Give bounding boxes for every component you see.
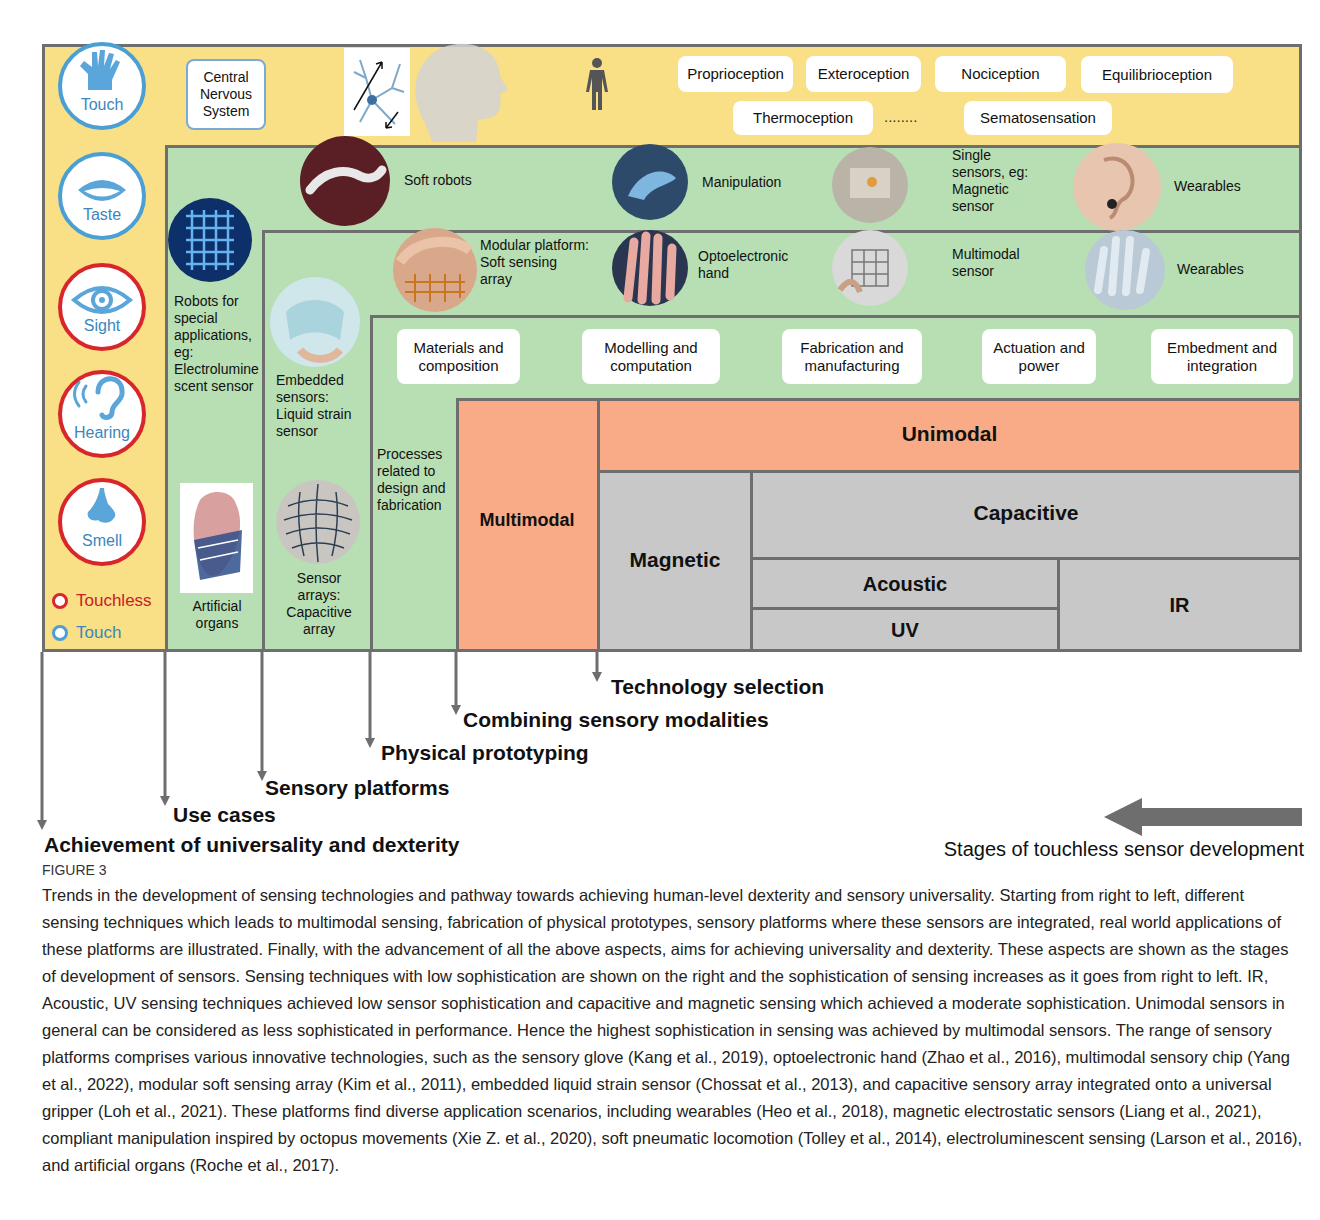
region-text: Sensor arrays: Capacitive array xyxy=(276,570,362,638)
region-text: Manipulation xyxy=(702,174,812,191)
technology-box: UV xyxy=(750,607,1057,649)
touch-sense-circle: Touch xyxy=(58,42,146,130)
node-label: Embedment and integration xyxy=(1157,339,1287,375)
touch-sense-circle: Taste xyxy=(58,152,146,240)
node-label: Equilibrioception xyxy=(1102,66,1212,84)
node-label: Touch xyxy=(62,96,142,114)
region-text: Embedded sensors: Liquid strain sensor xyxy=(276,372,364,440)
figure-number: FIGURE 3 xyxy=(42,862,107,878)
node-label: Actuation and power xyxy=(988,339,1090,375)
sense-box: Sematosensation xyxy=(964,101,1112,135)
region-text: Wearables xyxy=(1177,261,1287,278)
touchless-sense-circle: Hearing xyxy=(58,370,146,458)
node-label: Acoustic xyxy=(863,572,947,596)
legend-ring xyxy=(52,593,68,609)
node-label: Smell xyxy=(62,532,142,550)
sense-box: Proprioception xyxy=(678,56,793,92)
node-label: Materials and composition xyxy=(403,339,514,375)
region-text: Unimodal xyxy=(600,421,1299,446)
region-text: Single sensors, eg: Magnetic sensor xyxy=(952,147,1040,215)
stage-label: Technology selection xyxy=(611,675,824,699)
region-text: Wearables xyxy=(1174,178,1284,195)
stage-direction-label: Stages of touchless sensor development xyxy=(944,838,1304,860)
touchless-sense-circle: Sight xyxy=(58,263,146,351)
process-box: Embedment and integration xyxy=(1151,329,1293,384)
process-box: Materials and composition xyxy=(397,329,520,384)
technology-box: IR xyxy=(1057,557,1299,649)
process-box: Fabrication and manufacturing xyxy=(782,329,922,384)
node-label: Fabrication and manufacturing xyxy=(788,339,916,375)
sense-icons xyxy=(74,50,130,523)
node-label: Sematosensation xyxy=(980,109,1096,127)
sense-circle-backgrounds xyxy=(60,44,144,564)
process-band: Processes related to design and fabricat… xyxy=(370,315,1299,649)
touchless-sense-circle: Smell xyxy=(58,478,146,566)
legend-ring xyxy=(52,625,68,641)
stage-label: Combining sensory modalities xyxy=(463,708,769,732)
node-label: Proprioception xyxy=(687,65,784,83)
technology-box: Acoustic xyxy=(750,557,1057,607)
cns-box: Central Nervous System xyxy=(186,59,266,130)
region-text: Processes related to design and fabricat… xyxy=(377,446,455,514)
capacitive-region: CapacitiveAcousticUV IR xyxy=(750,470,1299,649)
node-label: Taste xyxy=(62,206,142,224)
sense-box: Nociception xyxy=(935,56,1066,92)
node-label: Thermoception xyxy=(753,109,853,127)
process-box: Actuation and power xyxy=(982,329,1096,384)
region-text: Modular platform: Soft sensing array xyxy=(480,237,592,288)
region-text: Multimodal xyxy=(459,509,595,531)
sense-box: Thermoception xyxy=(733,101,873,135)
stage-arrowheads xyxy=(37,672,1302,836)
multimodal-region: MultimodalUnimodalMagneticCapacitiveAcou… xyxy=(456,398,1299,649)
legend-row: Touchless xyxy=(52,590,152,612)
process-box: Modelling and computation xyxy=(582,329,720,384)
platform-band: Modular platform: Soft sensing array Opto… xyxy=(262,230,1299,649)
node-label: Central Nervous System xyxy=(192,69,260,120)
region-text: Robots for special applications, eg: Ele… xyxy=(174,293,260,395)
node-label: Nociception xyxy=(961,65,1039,83)
node-label: UV xyxy=(891,618,919,642)
node-label: Modelling and computation xyxy=(588,339,714,375)
region-text: Artificial organs xyxy=(174,598,260,632)
sense-box: Equilibrioception xyxy=(1081,56,1233,93)
legend-row: Touch xyxy=(52,622,121,644)
stage-label: Sensory platforms xyxy=(265,776,449,800)
use-case-band: Soft robots Manipulation Single sensors, e… xyxy=(165,145,1299,649)
node-label: Sight xyxy=(62,317,142,335)
region-text: Optoelectronic hand xyxy=(698,248,808,282)
nervous-system-art xyxy=(344,44,608,142)
legend-text: Touch xyxy=(76,623,121,643)
region-text: Magnetic xyxy=(600,547,750,572)
application-photos xyxy=(168,136,1165,593)
magnetic-region: MagneticCapacitiveAcousticUV IR xyxy=(597,470,1299,649)
node-label: IR xyxy=(1170,593,1190,617)
ellipsis: ........ xyxy=(884,108,917,126)
figure-caption: Trends in the development of sensing tec… xyxy=(42,882,1304,1179)
region-text: Soft robots xyxy=(404,172,504,189)
stage-leader-lines xyxy=(42,652,597,822)
stage-label: Use cases xyxy=(173,804,276,826)
node-label: Hearing xyxy=(62,424,142,442)
region-text: Multimodal sensor xyxy=(952,246,1044,280)
legend-text: Touchless xyxy=(76,591,152,611)
unimodal-region: UnimodalMagneticCapacitiveAcousticUV IR xyxy=(597,398,1299,649)
region-text: Capacitive xyxy=(753,500,1299,525)
sense-box: Exteroception xyxy=(806,56,921,92)
node-label: Exteroception xyxy=(818,65,910,83)
stage-label: Physical prototyping xyxy=(381,741,589,765)
stage-label: Achievement of universality and dexterit… xyxy=(44,834,459,856)
